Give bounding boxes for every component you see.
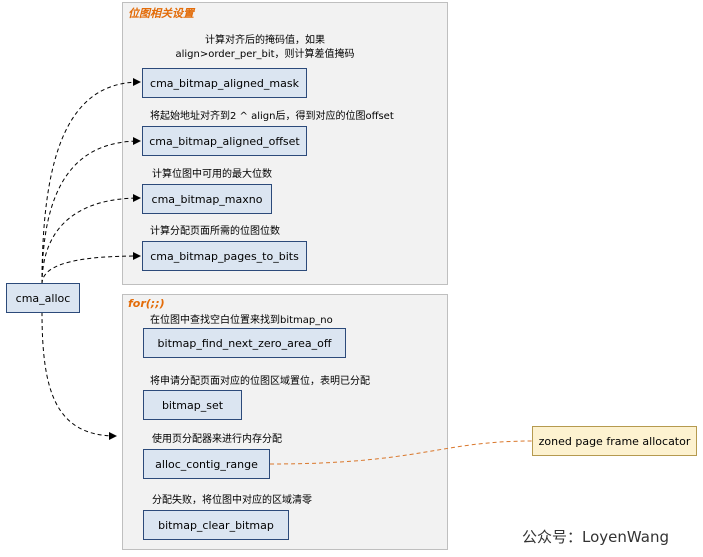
cma-bitmap-maxno-node[interactable]: cma_bitmap_maxno [142, 184, 272, 214]
bitmap-clear-bitmap-node[interactable]: bitmap_clear_bitmap [143, 510, 289, 540]
loop-title: for(;;) [128, 297, 165, 310]
zoned-page-frame-allocator-node[interactable]: zoned page frame allocator [532, 426, 697, 456]
cma-bitmap-pages-to-bits-node[interactable]: cma_bitmap_pages_to_bits [142, 241, 307, 271]
call-arrow-maxno [41, 194, 141, 285]
cma-alloc-node[interactable]: cma_alloc [6, 283, 80, 313]
call-arrow-pages-to-bits [41, 252, 141, 285]
aligned-mask-note-line2: align>order_per_bit，则计算差值掩码 [175, 49, 355, 60]
aligned-mask-note-line1: 计算对齐后的掩码值，如果 [205, 35, 325, 46]
call-arrow-loop [41, 311, 117, 440]
call-arrow-aligned-mask [41, 78, 141, 285]
bitmap-clear-note: 分配失败，将位图中对应的区域清零 [152, 495, 312, 506]
bitmap-settings-title: 位图相关设置 [128, 7, 194, 20]
watermark: 公众号：LoyenWang [522, 528, 669, 546]
call-arrow-aligned-offset [41, 137, 141, 285]
alloc-contig-range-note: 使用页分配器来进行内存分配 [152, 434, 282, 445]
aligned-mask-note: 计算对齐后的掩码值，如果 align>order_per_bit，则计算差值掩码 [150, 34, 380, 62]
pages-to-bits-note: 计算分配页面所需的位图位数 [150, 226, 280, 237]
alloc-contig-range-node[interactable]: alloc_contig_range [143, 449, 270, 479]
external-link [269, 440, 533, 465]
find-zero-area-note: 在位图中查找空白位置来找到bitmap_no [150, 315, 333, 326]
bitmap-set-note: 将申请分配页面对应的位图区域置位，表明已分配 [150, 376, 370, 387]
cma-bitmap-aligned-mask-node[interactable]: cma_bitmap_aligned_mask [142, 68, 307, 98]
bitmap-find-next-zero-area-off-node[interactable]: bitmap_find_next_zero_area_off [143, 328, 346, 358]
aligned-offset-note: 将起始地址对齐到2 ^ align后，得到对应的位图offset [150, 111, 394, 122]
cma-bitmap-aligned-offset-node[interactable]: cma_bitmap_aligned_offset [142, 126, 307, 156]
bitmap-set-node[interactable]: bitmap_set [143, 390, 242, 420]
maxno-note: 计算位图中可用的最大位数 [152, 169, 272, 180]
